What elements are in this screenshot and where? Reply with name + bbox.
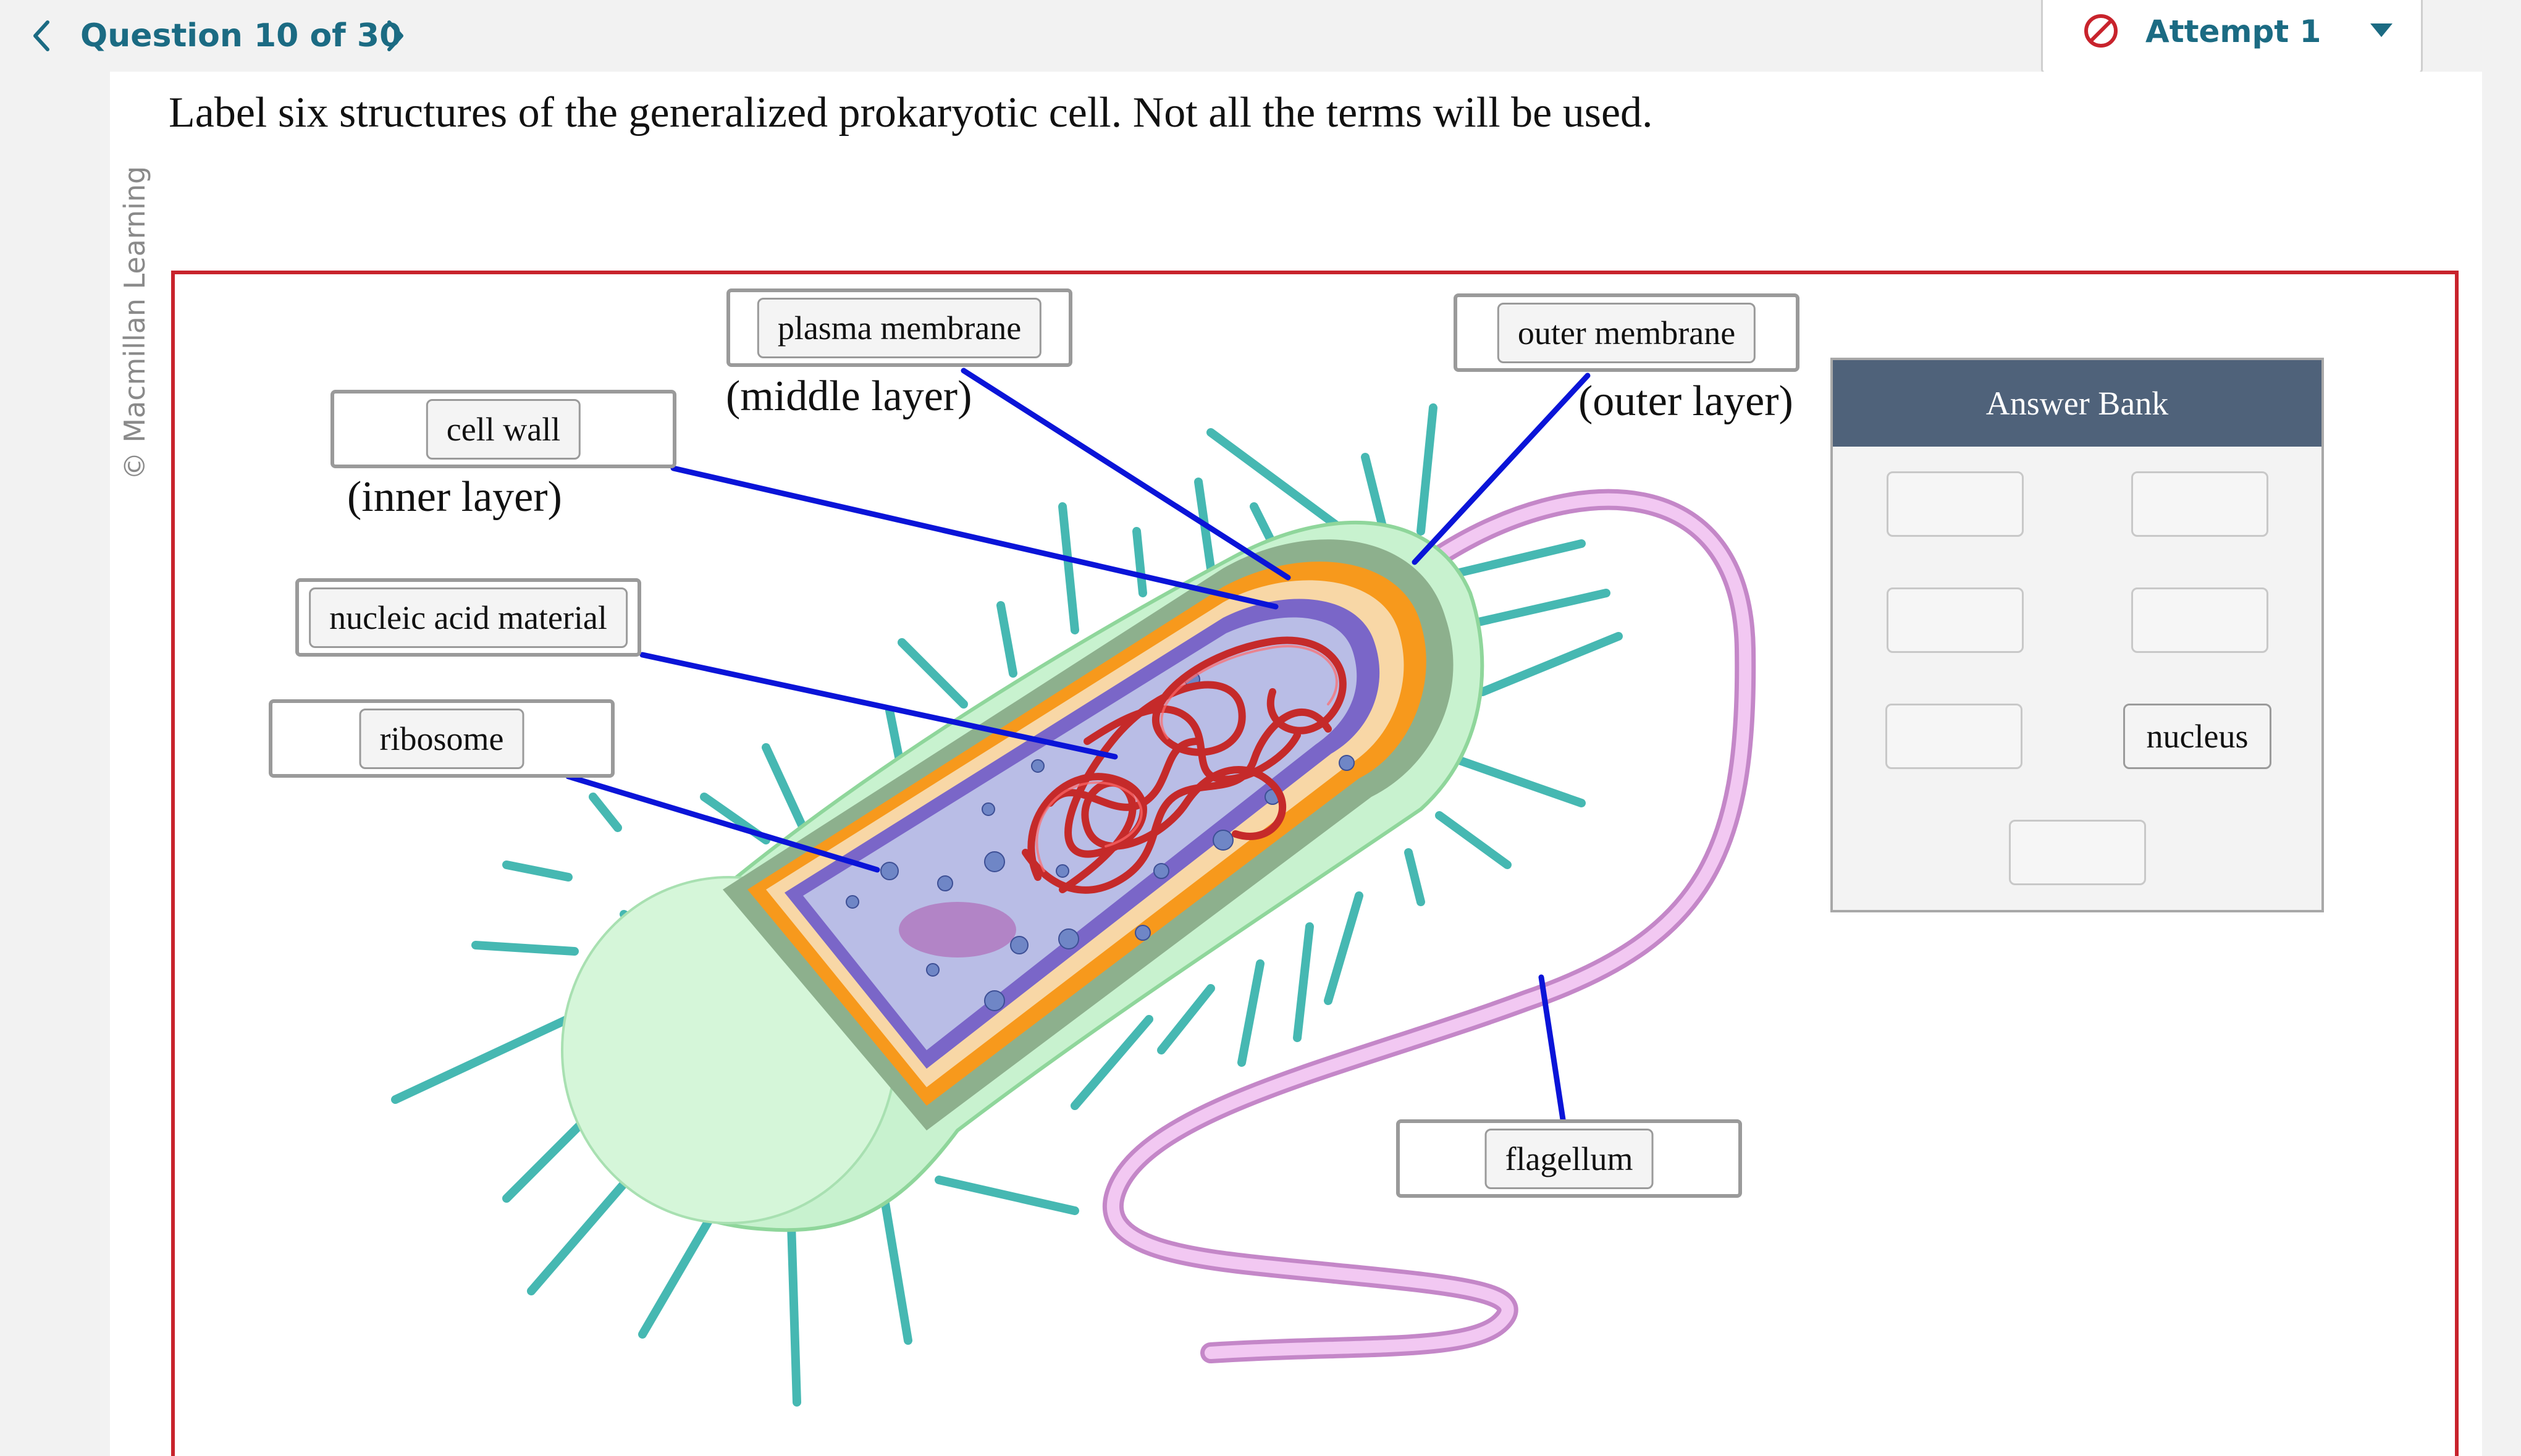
previous-question-button[interactable] bbox=[20, 11, 63, 61]
middle-layer-caption: (middle layer) bbox=[726, 372, 972, 420]
ribosome-label[interactable]: ribosome bbox=[359, 708, 524, 769]
label-target-nucleic-acid[interactable]: nucleic acid material bbox=[295, 578, 641, 657]
plasma-membrane-label[interactable]: plasma membrane bbox=[757, 297, 1042, 358]
answer-bank-empty-slot bbox=[1887, 471, 2024, 537]
inner-layer-caption: (inner layer) bbox=[347, 473, 562, 521]
answer-bank-empty-slot bbox=[1885, 704, 2022, 769]
question-counter: Question 10 of 30 bbox=[80, 17, 402, 54]
chevron-left-icon bbox=[33, 20, 49, 51]
answer-bank-title: Answer Bank bbox=[1833, 360, 2321, 447]
nucleic-acid-strands bbox=[1022, 636, 1347, 894]
ban-icon bbox=[2084, 14, 2118, 48]
label-target-outer-membrane[interactable]: outer membrane bbox=[1454, 293, 1799, 372]
outer-membrane-label[interactable]: outer membrane bbox=[1497, 302, 1756, 363]
flagellum-label[interactable]: flagellum bbox=[1484, 1128, 1654, 1189]
label-target-flagellum[interactable]: flagellum bbox=[1396, 1119, 1742, 1198]
cell-wall-label[interactable]: cell wall bbox=[426, 398, 581, 460]
next-question-button[interactable] bbox=[374, 11, 417, 61]
answer-bank-empty-slot bbox=[2009, 820, 2146, 885]
answer-bank-term-nucleus[interactable]: nucleus bbox=[2123, 704, 2271, 769]
caret-down-icon bbox=[2370, 23, 2393, 37]
top-bar: Question 10 of 30 Attempt 1 bbox=[0, 0, 2521, 74]
answer-bank-empty-slot bbox=[2131, 471, 2268, 537]
answer-bank-empty-slot bbox=[2131, 587, 2268, 653]
outer-layer-caption: (outer layer) bbox=[1578, 377, 1793, 425]
answer-bank: Answer Bank nucleus bbox=[1830, 358, 2324, 912]
attempt-dropdown[interactable]: Attempt 1 bbox=[2041, 0, 2423, 74]
label-target-ribosome[interactable]: ribosome bbox=[269, 699, 615, 778]
label-target-cell-wall[interactable]: cell wall bbox=[330, 390, 676, 468]
label-target-plasma-membrane[interactable]: plasma membrane bbox=[726, 288, 1072, 367]
question-prompt: Label six structures of the generalized … bbox=[169, 89, 1653, 137]
nucleic-acid-material-label[interactable]: nucleic acid material bbox=[309, 587, 628, 648]
answer-bank-empty-slot bbox=[1887, 587, 2024, 653]
leader-lines bbox=[565, 368, 1591, 1122]
chevron-right-icon bbox=[387, 20, 403, 51]
attempt-label: Attempt 1 bbox=[2145, 14, 2321, 49]
